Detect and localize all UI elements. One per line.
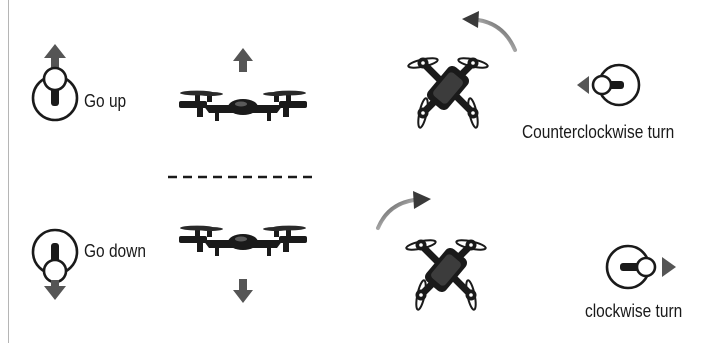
arrow-up-icon	[233, 48, 253, 72]
go-up-label: Go up	[84, 90, 126, 112]
drone-top-icon	[408, 56, 489, 128]
arrow-down-icon	[233, 279, 253, 303]
drone-side-icon	[179, 226, 307, 256]
counterclockwise-turn-label: Counterclockwise turn	[522, 121, 674, 143]
left-stick-up-icon	[33, 44, 77, 120]
go-down-label: Go down	[84, 240, 146, 262]
drone-side-icon	[179, 91, 307, 121]
rotate-clockwise-arrow-icon	[378, 191, 431, 228]
stick-left-icon	[577, 65, 639, 105]
drone-top-icon	[406, 238, 487, 310]
left-stick-down-icon	[33, 230, 77, 300]
stick-right-icon	[607, 246, 676, 288]
clockwise-turn-label: clockwise turn	[585, 300, 682, 322]
rotate-counterclockwise-arrow-icon	[462, 11, 515, 50]
